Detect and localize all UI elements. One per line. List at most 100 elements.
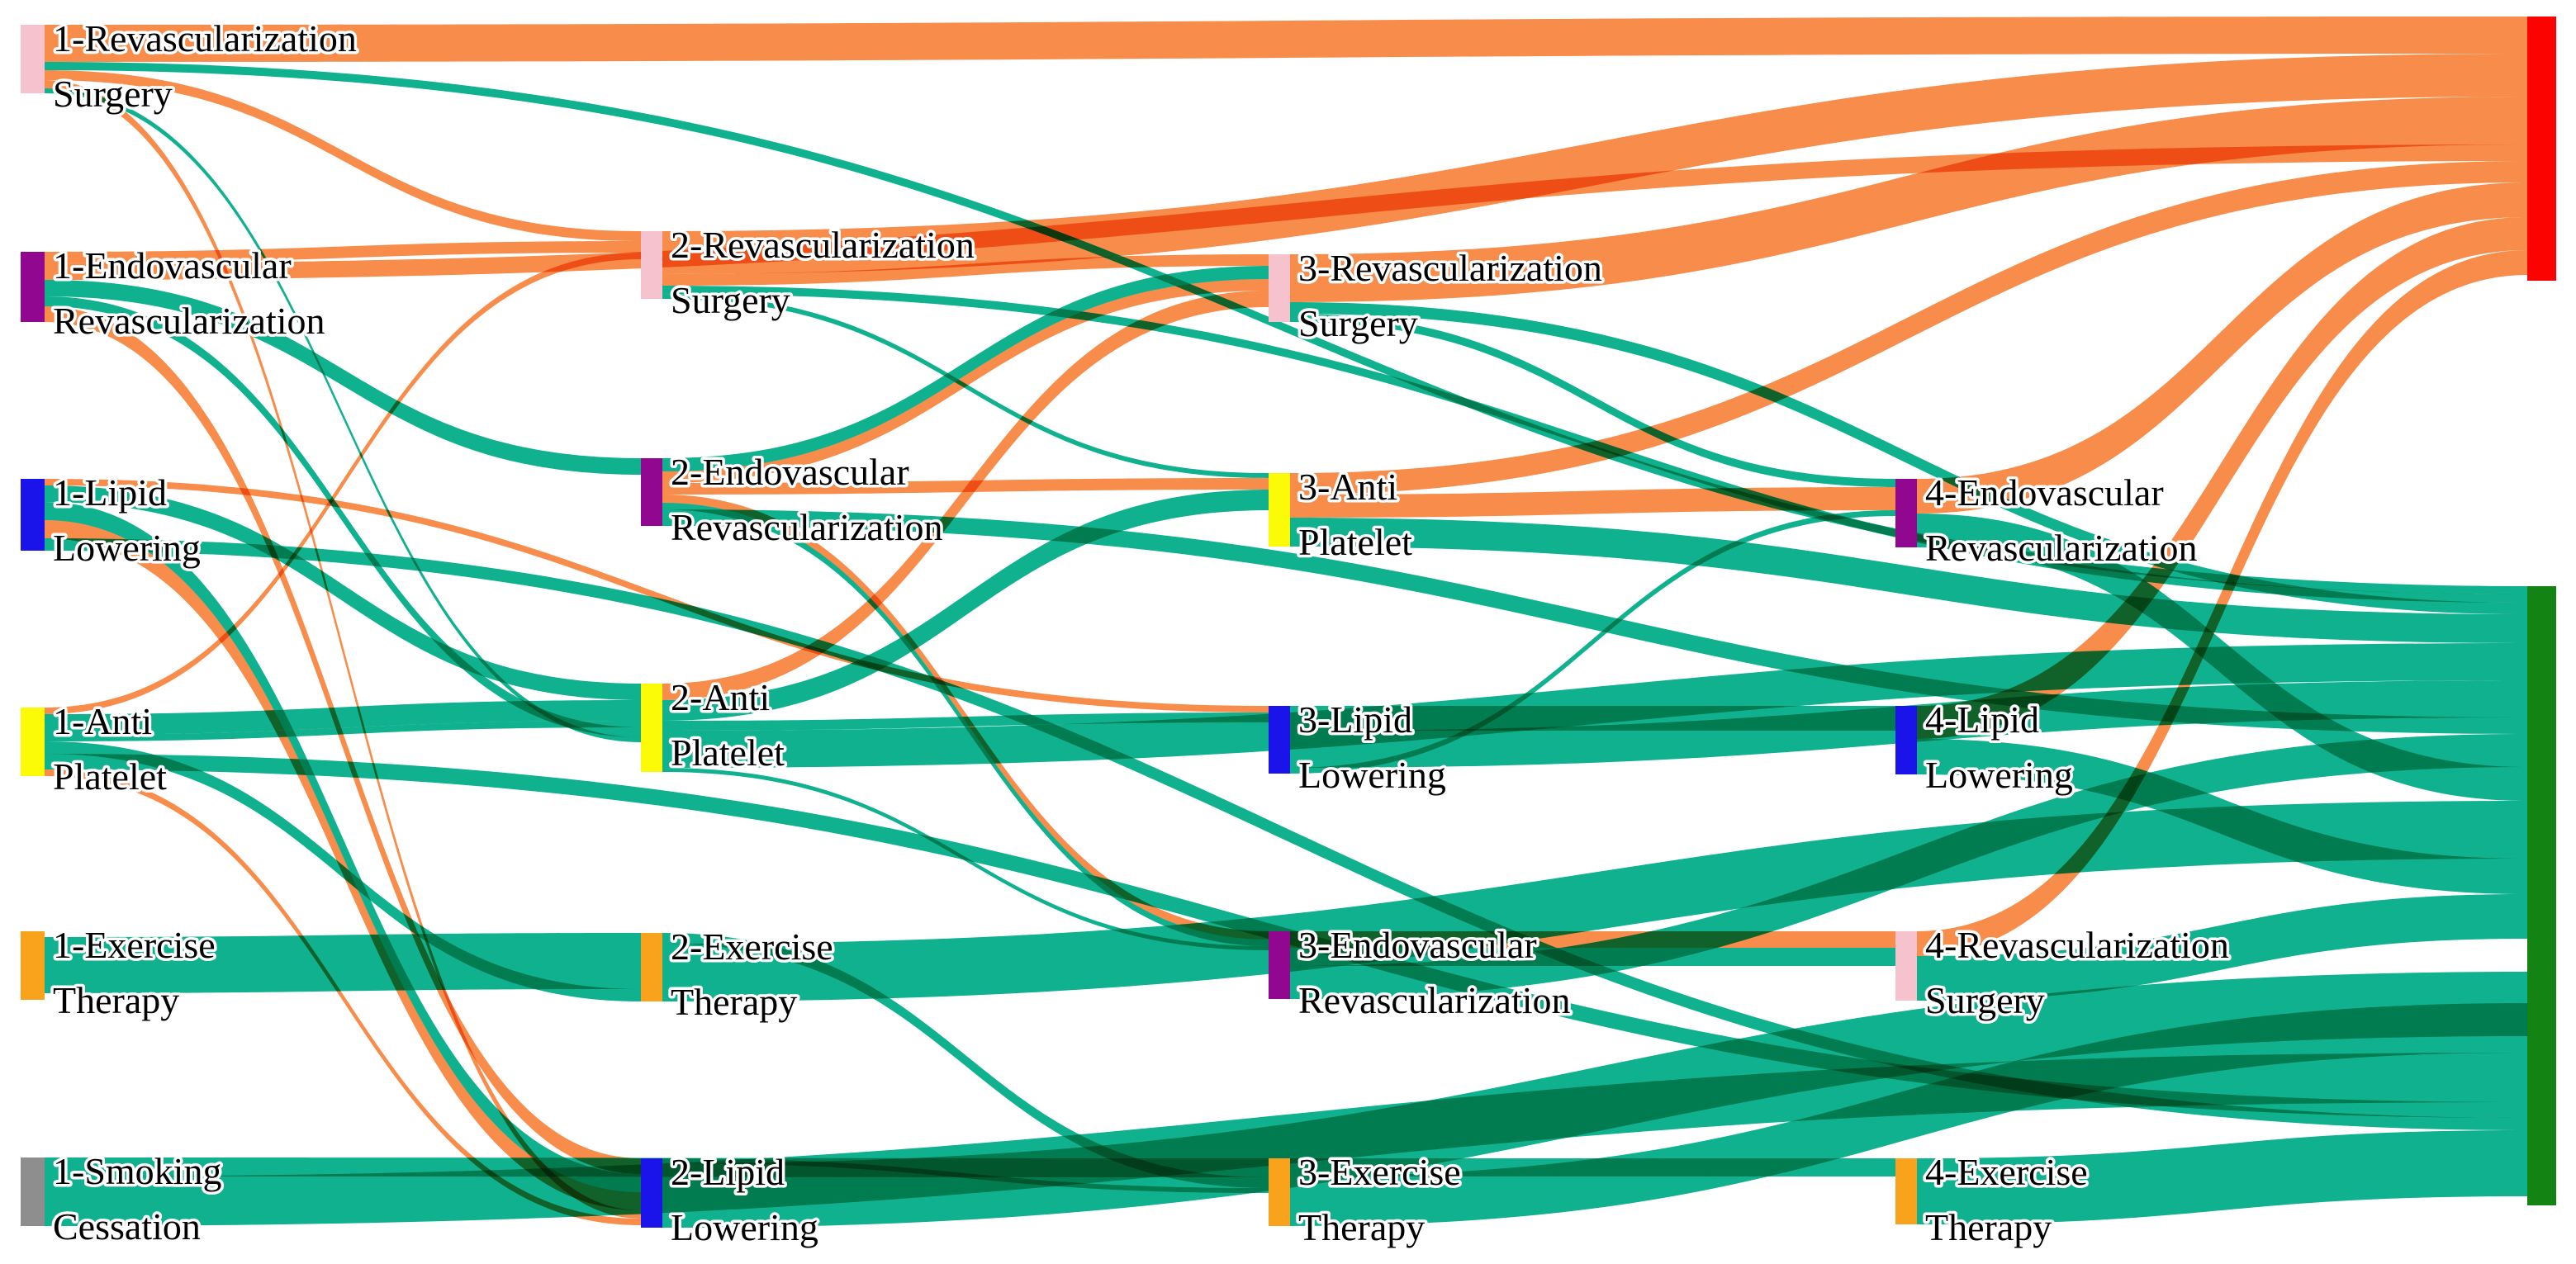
node-4-endovascular-revascularization — [1895, 479, 1917, 547]
node-label-1-exercise-therapy: 1-Exercise — [53, 924, 216, 966]
node-label-3-exercise-therapy: 3-Exercise — [1298, 1151, 1461, 1193]
node-label-2-lipid-lowering: 2-Lipid — [671, 1151, 785, 1193]
flow-2et-to-grn — [662, 801, 2527, 1001]
flow-ribbons — [45, 17, 2527, 1228]
flow-1ll-to-3ll — [45, 479, 1269, 712]
flow-2er-to-3rs — [662, 279, 1269, 483]
node-label-4-lipid-lowering: Lowering — [1925, 754, 2073, 796]
node-label-3-revascularization-surgery: 3-Revascularization — [1298, 247, 1602, 289]
flow-3ap-to-red — [1290, 161, 2527, 495]
stage-nodes — [21, 17, 2556, 1228]
node-2-exercise-therapy — [641, 933, 662, 1001]
node-1-smoking-cessation — [21, 1157, 45, 1226]
node-label-4-exercise-therapy: 4-Exercise — [1925, 1151, 2088, 1193]
node-label-3-revascularization-surgery: Surgery — [1298, 302, 1418, 344]
node-label-4-endovascular-revascularization: Revascularization — [1925, 527, 2198, 569]
node-3-anti-platelet — [1269, 473, 1290, 547]
node-2-anti-platelet — [641, 684, 662, 772]
node-labels: 1-RevascularizationSurgery1-Endovascular… — [50, 15, 2232, 1252]
flow-1er-to-2ap — [45, 296, 641, 737]
node-label-1-revascularization-surgery: 1-Revascularization — [53, 17, 357, 59]
node-label-3-lipid-lowering: 3-Lipid — [1298, 698, 1412, 741]
node-label-2-endovascular-revascularization: 2-Endovascular — [671, 451, 909, 493]
node-3-endovascular-revascularization — [1269, 931, 1290, 999]
node-label-1-lipid-lowering: Lowering — [53, 527, 201, 569]
node-outcome-green — [2527, 586, 2556, 1205]
node-label-2-revascularization-surgery: Surgery — [671, 279, 790, 321]
node-label-3-anti-platelet: 3-Anti — [1298, 466, 1397, 508]
node-label-1-endovascular-revascularization: Revascularization — [53, 300, 325, 342]
flow-3et-to-grn — [1290, 1003, 2527, 1226]
node-label-2-anti-platelet: Platelet — [671, 731, 785, 774]
node-2-lipid-lowering — [641, 1158, 662, 1228]
node-label-3-endovascular-revascularization: Revascularization — [1298, 979, 1571, 1021]
flow-2ll-to-grn — [662, 972, 2527, 1228]
flow-1ap-to-2ll — [45, 769, 641, 1225]
node-label-3-endovascular-revascularization: 3-Endovascular — [1298, 924, 1537, 966]
flow-2rs-to-red — [662, 54, 2527, 274]
node-1-endovascular-revascularization — [21, 252, 45, 322]
node-label-2-anti-platelet: 2-Anti — [671, 676, 770, 718]
flow-1er-to-2er — [45, 280, 641, 475]
node-label-1-smoking-cessation: 1-Smoking — [53, 1150, 221, 1192]
flow-1er-to-2rs — [45, 241, 641, 263]
flow-4er-to-red — [1917, 182, 2527, 514]
flow-4et-to-grn — [1917, 1130, 2527, 1224]
flow-2er-to-3ap — [662, 478, 1269, 495]
node-label-2-endovascular-revascularization: Revascularization — [671, 506, 943, 548]
node-4-revascularization-surgery — [1895, 931, 1917, 1001]
flow-1ap-to-2rs — [45, 253, 641, 714]
node-3-lipid-lowering — [1269, 706, 1290, 774]
flow-4ll-to-grn — [1917, 739, 2527, 894]
node-4-lipid-lowering — [1895, 706, 1917, 774]
flow-3rs-to-red — [1290, 97, 2527, 302]
node-label-2-exercise-therapy: Therapy — [671, 981, 797, 1023]
flow-1ap-to-2ap — [45, 721, 641, 741]
flow-2ap-to-3ap — [662, 490, 1269, 721]
flow-2rs-to-3rs — [662, 254, 1269, 286]
flow-4er-to-grn — [1917, 514, 2527, 801]
flow-2er-to-grn — [662, 509, 2527, 734]
flow-2er-to-3rs — [662, 266, 1269, 471]
node-3-exercise-therapy — [1269, 1158, 1290, 1226]
flow-2et-to-3et — [662, 933, 1269, 1188]
node-label-4-revascularization-surgery: 4-Revascularization — [1925, 924, 2229, 966]
node-label-1-smoking-cessation: Cessation — [53, 1205, 201, 1247]
node-label-1-exercise-therapy: Therapy — [53, 979, 179, 1021]
node-label-1-anti-platelet: 1-Anti — [53, 700, 152, 742]
flow-4ll-to-red — [1917, 217, 2527, 739]
flow-1rs-to-2rs — [45, 70, 641, 241]
node-1-exercise-therapy — [21, 931, 45, 1000]
flow-1ap-to-2et — [45, 741, 641, 1001]
flow-3ap-to-4er — [1290, 487, 1895, 518]
node-4-exercise-therapy — [1895, 1158, 1917, 1224]
node-label-3-lipid-lowering: Lowering — [1298, 754, 1446, 796]
flow-2ap-to-3er — [662, 768, 1269, 950]
flow-1rs-to-red — [45, 17, 2527, 62]
node-label-4-exercise-therapy: Therapy — [1925, 1206, 2052, 1248]
node-label-4-endovascular-revascularization: 4-Endovascular — [1925, 471, 2164, 514]
node-label-1-revascularization-surgery: Surgery — [53, 73, 173, 115]
node-1-anti-platelet — [21, 708, 45, 776]
flow-4rs-to-grn — [1917, 894, 2527, 1001]
flow-1rs-to-grn — [45, 62, 2527, 594]
node-label-3-exercise-therapy: Therapy — [1298, 1206, 1425, 1248]
flow-4rs-to-red — [1917, 250, 2527, 956]
node-label-3-anti-platelet: Platelet — [1298, 521, 1412, 563]
node-label-2-lipid-lowering: Lowering — [671, 1206, 818, 1248]
flow-3rs-to-4er — [1290, 314, 1895, 487]
node-label-2-revascularization-surgery: 2-Revascularization — [671, 224, 975, 266]
flow-3rs-to-grn — [1290, 302, 2527, 614]
node-1-lipid-lowering — [21, 479, 45, 551]
node-2-revascularization-surgery — [641, 231, 662, 299]
node-outcome-red — [2527, 17, 2556, 281]
node-label-1-anti-platelet: Platelet — [53, 755, 167, 798]
flow-1ll-to-grn — [45, 538, 2527, 1130]
node-1-revascularization-surgery — [21, 25, 45, 93]
node-label-2-exercise-therapy: 2-Exercise — [671, 926, 833, 968]
flow-3er-to-grn — [1290, 734, 2527, 999]
node-label-4-lipid-lowering: 4-Lipid — [1925, 698, 2039, 741]
node-3-revascularization-surgery — [1269, 254, 1290, 322]
